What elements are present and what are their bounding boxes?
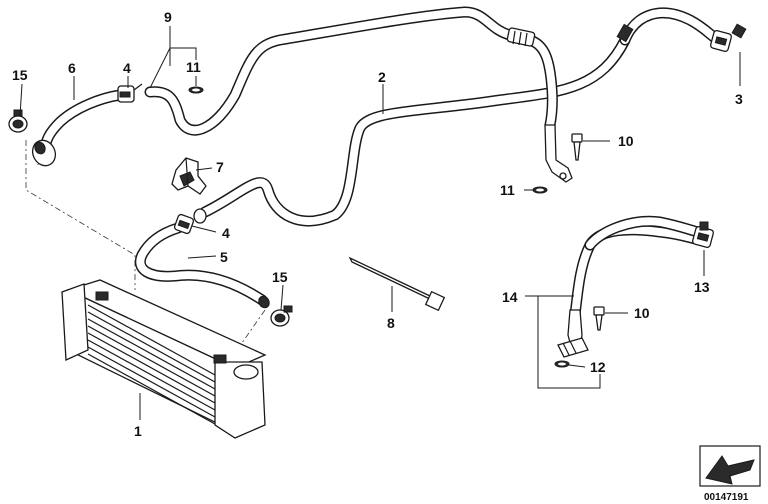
callout-2: 2 — [378, 69, 386, 85]
callout-3: 3 — [735, 91, 743, 107]
callout-10-lower: 10 — [634, 305, 650, 321]
callouts: 9 11 4 6 15 2 3 10 11 7 4 5 15 8 1 13 14… — [12, 9, 743, 439]
callout-14: 14 — [502, 289, 518, 305]
callout-11-lower: 11 — [500, 182, 515, 198]
callout-8: 8 — [387, 315, 395, 331]
clamp-13 — [692, 221, 714, 248]
cable-tie-8 — [348, 256, 446, 312]
callout-10-upper: 10 — [618, 133, 634, 149]
bracket-7 — [171, 157, 207, 195]
callout-4-upper: 4 — [123, 60, 131, 76]
callout-7: 7 — [216, 159, 224, 175]
oil-cooler-1 — [61, 279, 267, 439]
o-ring-11-lower-hole — [536, 188, 544, 192]
clamp-15-upper — [8, 109, 28, 133]
callout-13: 13 — [694, 279, 710, 295]
bolt-10-upper — [571, 133, 583, 161]
clamp-4-upper — [117, 83, 143, 103]
o-ring-12-hole — [558, 362, 566, 366]
leader-lines — [19, 26, 741, 420]
callout-15-lower: 15 — [272, 269, 288, 285]
clamp-3 — [710, 23, 747, 52]
reference-box: 00147191 — [699, 445, 761, 503]
clamp-4-lower — [173, 208, 207, 235]
callout-1: 1 — [134, 423, 142, 439]
callout-9: 9 — [164, 9, 172, 25]
callout-12: 12 — [590, 359, 606, 375]
callout-15-upper: 15 — [12, 67, 28, 83]
callout-11-upper: 11 — [186, 59, 201, 75]
callout-5: 5 — [220, 249, 228, 265]
hose-9 — [144, 6, 573, 183]
hose-14 — [557, 215, 706, 358]
o-ring-11-upper-hole — [192, 88, 200, 92]
hose-5 — [134, 222, 270, 309]
clamp-15-lower — [270, 305, 293, 327]
hose-2 — [199, 7, 724, 227]
hose-6 — [31, 89, 126, 167]
callout-6: 6 — [68, 60, 76, 76]
bolt-10-lower — [593, 306, 605, 331]
reference-number: 00147191 — [704, 492, 749, 503]
callout-4-lower: 4 — [222, 225, 230, 241]
